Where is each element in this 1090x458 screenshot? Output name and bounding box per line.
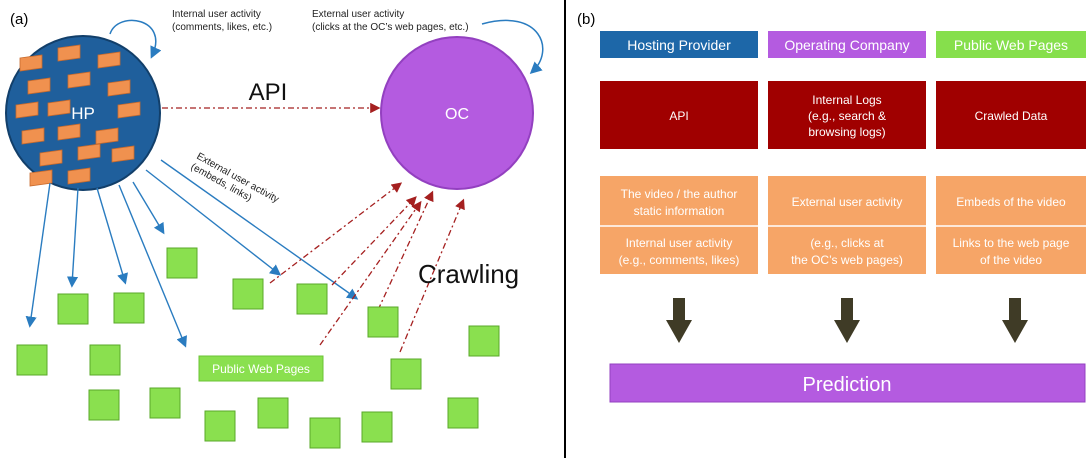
source-crawled-data — [936, 81, 1086, 149]
down-arrow-3 — [1002, 298, 1028, 343]
api-label: API — [249, 79, 288, 106]
web-page-square — [468, 325, 500, 357]
video-brick — [57, 123, 81, 141]
feature-oc-top-line1: External user activity — [792, 195, 903, 209]
source-api-label: API — [669, 109, 688, 123]
video-brick — [21, 127, 45, 145]
crawling-arrows — [269, 182, 465, 353]
hp-outgoing-arrows — [25, 159, 359, 348]
header-operating-company-label: Operating Company — [784, 37, 909, 53]
video-brick — [19, 54, 43, 72]
panel-a-label: (a) — [10, 11, 28, 28]
prediction-box — [609, 363, 1086, 403]
feature-web-top-line1: Embeds of the video — [956, 195, 1066, 209]
source-internal-logs-line3: browsing logs) — [808, 125, 885, 139]
oc-circle — [380, 36, 534, 190]
feature-hp-bottom-line2: (e.g., comments, likes) — [619, 253, 740, 267]
panel-b: (b) Hosting Provider Operating Company P… — [577, 11, 1086, 403]
feature-col-oc — [768, 176, 926, 274]
hp-video-bricks — [15, 44, 141, 187]
feature-hp-top-line1: The video / the author — [621, 187, 738, 201]
web-page-square — [232, 278, 264, 310]
video-brick — [77, 143, 101, 161]
feature-web-bottom-line2: of the video — [980, 253, 1042, 267]
public-web-pages-label: Public Web Pages — [212, 362, 310, 376]
video-brick — [111, 145, 135, 163]
web-page-square — [89, 344, 121, 376]
web-page-square — [390, 358, 422, 390]
web-page-square — [296, 283, 328, 315]
header-public-web-pages-label: Public Web Pages — [954, 37, 1068, 53]
web-page-square — [113, 292, 145, 324]
source-internal-logs — [768, 81, 926, 149]
panel-a: (a) Internal user activity (comments, li… — [5, 9, 544, 449]
web-page-square — [149, 387, 181, 419]
web-page-square — [166, 247, 198, 279]
web-page-square — [257, 397, 289, 429]
panel-b-label: (b) — [577, 11, 595, 28]
hp-label: HP — [71, 104, 95, 123]
header-hosting-provider — [600, 31, 758, 58]
down-arrow-1 — [666, 298, 692, 343]
external-activity-diag: External user activity (embeds, links) — [189, 151, 281, 205]
external-activity-oc-line2: (clicks at the OC’s web pages, etc.) — [312, 22, 469, 33]
web-page-square — [361, 411, 393, 443]
internal-loop-arrow — [109, 19, 162, 59]
down-arrow-2 — [834, 298, 860, 343]
public-web-pages-box — [198, 355, 324, 382]
source-crawled-data-label: Crawled Data — [975, 109, 1048, 123]
feature-oc-bottom-line1: (e.g., clicks at — [810, 236, 884, 250]
web-page-square — [16, 344, 48, 376]
header-public-web-pages — [936, 31, 1086, 58]
oc-label: OC — [445, 106, 469, 123]
external-activity-oc-line1: External user activity — [312, 9, 404, 20]
web-pages — [16, 247, 500, 449]
video-brick — [29, 169, 53, 187]
video-brick — [57, 44, 81, 62]
video-brick — [27, 77, 51, 95]
feature-col-web — [936, 176, 1086, 274]
video-brick — [107, 79, 131, 97]
header-hosting-provider-label: Hosting Provider — [627, 37, 731, 53]
feature-hp-bottom-line1: Internal user activity — [626, 236, 733, 250]
feature-hp-top-line2: static information — [634, 204, 725, 218]
source-api — [600, 81, 758, 149]
video-brick — [117, 101, 141, 119]
video-brick — [67, 167, 91, 185]
crawling-label: Crawling — [418, 259, 519, 289]
web-page-square — [57, 293, 89, 325]
video-brick — [15, 101, 39, 119]
web-page-square — [447, 397, 479, 429]
internal-activity-line2: (comments, likes, etc.) — [172, 22, 272, 33]
source-internal-logs-line2: (e.g., search & — [808, 109, 886, 123]
source-internal-logs-line1: Internal Logs — [812, 93, 881, 107]
header-operating-company — [768, 31, 926, 58]
web-page-square — [88, 389, 120, 421]
video-brick — [67, 71, 91, 89]
web-page-square — [204, 410, 236, 442]
feature-web-bottom-line1: Links to the web page — [953, 236, 1070, 250]
web-page-square — [309, 417, 341, 449]
video-brick — [97, 51, 121, 69]
web-page-square — [367, 306, 399, 338]
prediction-label: Prediction — [803, 374, 892, 396]
internal-activity-line1: Internal user activity — [172, 9, 261, 20]
down-arrows — [666, 298, 1028, 343]
feature-oc-bottom-line2: the OC’s web pages) — [791, 253, 903, 267]
video-brick — [39, 149, 63, 167]
feature-col-hp — [600, 176, 758, 274]
video-brick — [47, 99, 71, 117]
video-brick — [95, 127, 119, 145]
external-loop-arrow — [481, 19, 544, 75]
